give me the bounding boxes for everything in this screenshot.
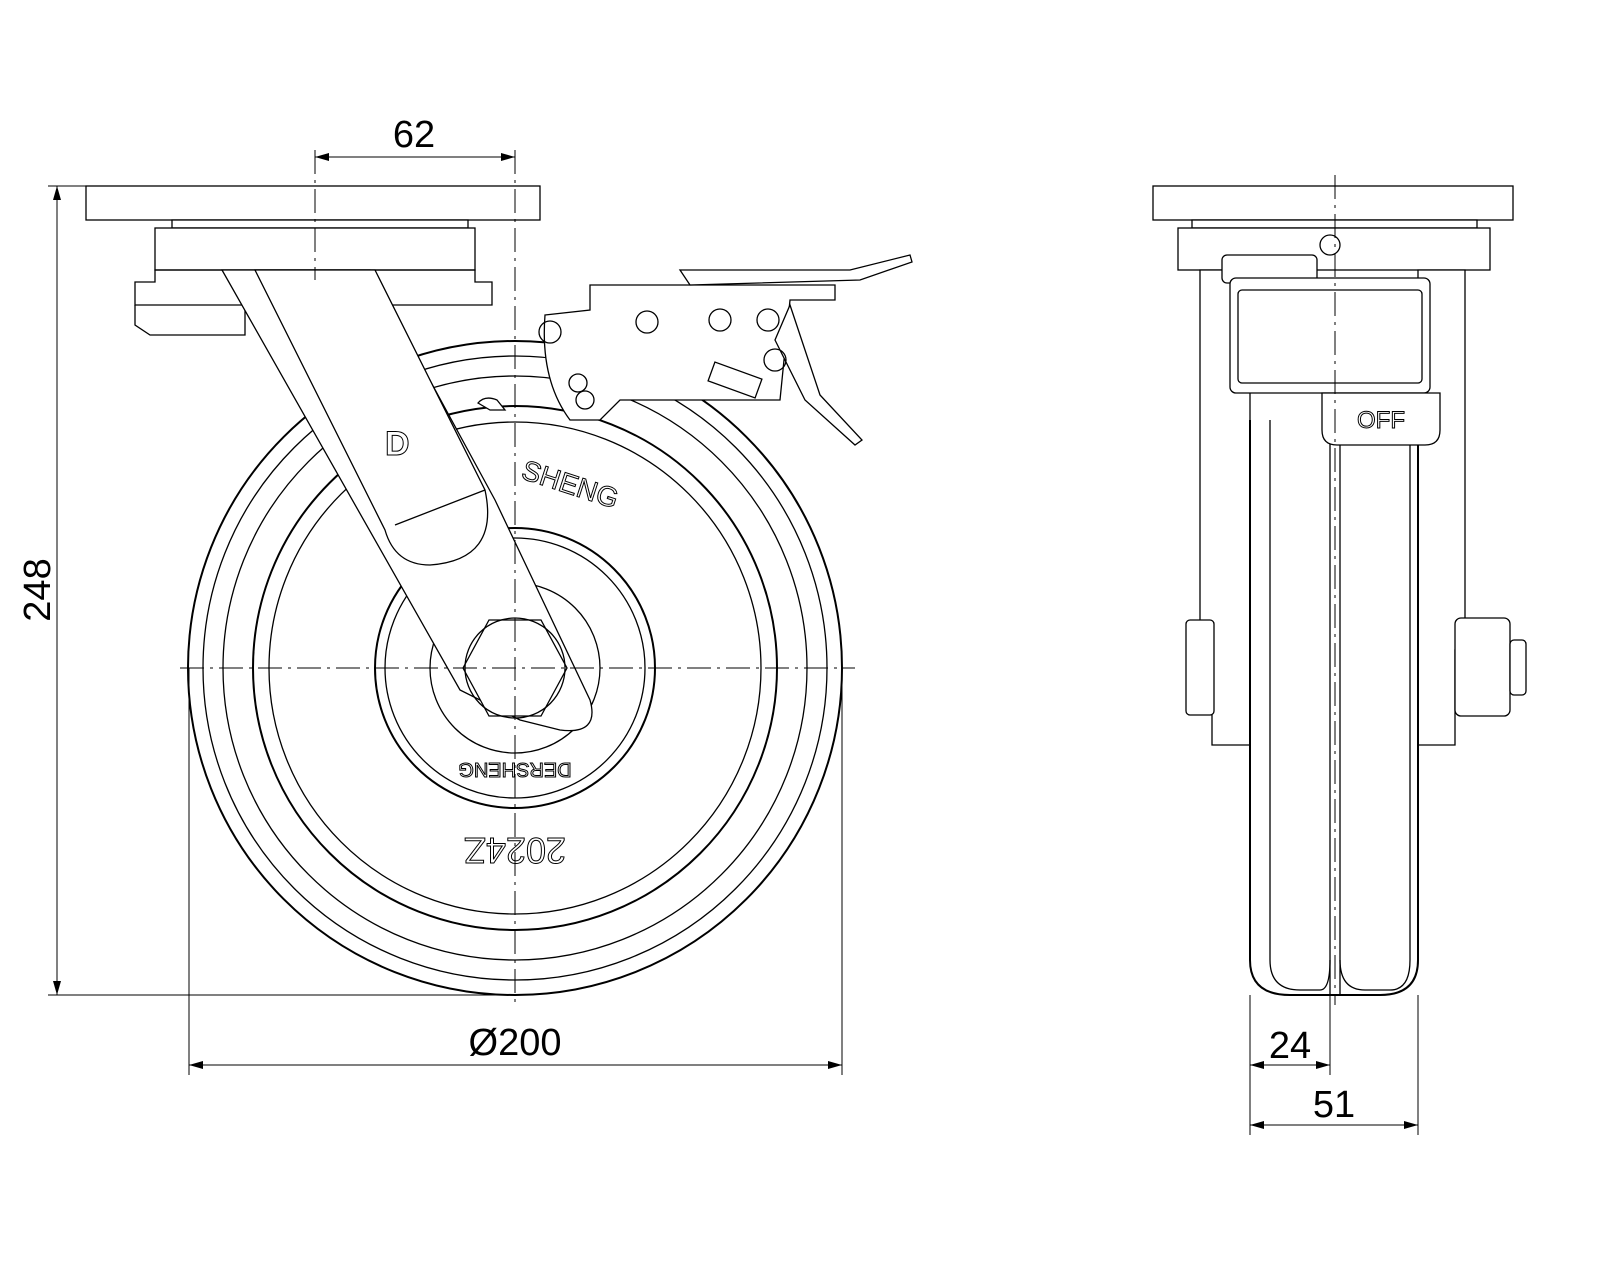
top-plate-front	[1152, 185, 1514, 221]
brake-housing	[1229, 277, 1431, 394]
dimensions: 62 248 Ø200 24 51	[17, 114, 1419, 1135]
dim-tread-width: 24	[1269, 1025, 1311, 1067]
brake-off-label: OFF	[1357, 407, 1405, 434]
tire-brand-text: SHENG	[518, 454, 622, 514]
side-view: D SHENG DERSHENG 2024Z	[85, 150, 913, 1005]
dim-offset: 62	[393, 114, 435, 156]
dim-wheel-width: 51	[1313, 1084, 1355, 1126]
brake-indicator	[1321, 392, 1441, 446]
hub-brand-text: DERSHENG	[458, 758, 571, 780]
logo-mark: D	[385, 425, 410, 463]
axle-nut-right	[1454, 617, 1511, 717]
dim-height: 248	[17, 558, 59, 621]
front-view: OFF	[1152, 175, 1527, 1005]
axle-nut-left	[1185, 619, 1215, 716]
dim-wheel-diameter: Ø200	[469, 1022, 562, 1064]
top-plate	[85, 185, 541, 221]
brake-mechanism	[476, 254, 913, 446]
grease-nipple-icon	[1319, 234, 1341, 256]
wheel-front	[1249, 420, 1419, 996]
